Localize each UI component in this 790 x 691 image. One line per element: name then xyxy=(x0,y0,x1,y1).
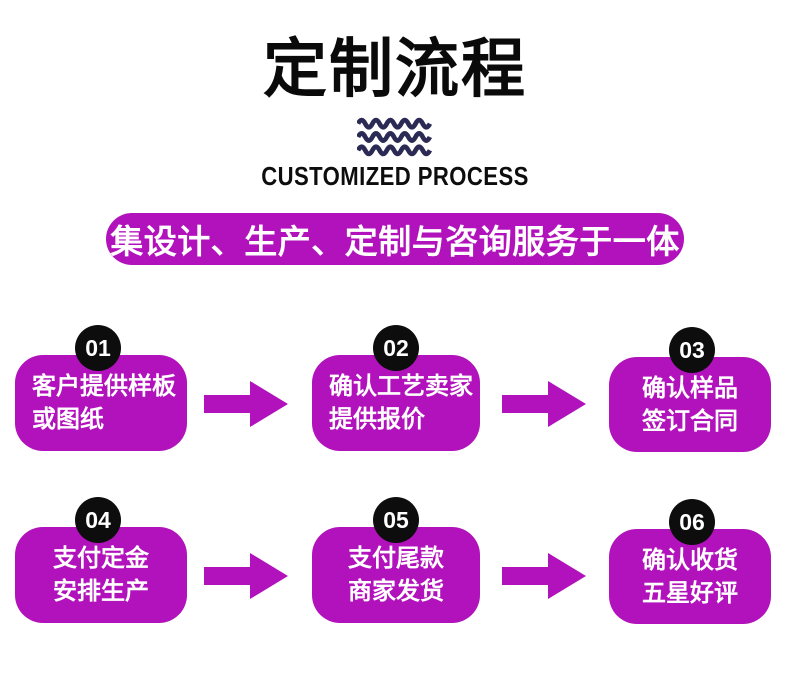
step-number-badge-5: 05 xyxy=(373,497,419,543)
step-2-line-2: 提供报价 xyxy=(329,406,425,433)
arrow-right-icon xyxy=(502,553,586,599)
step-1-line-2: 或图纸 xyxy=(32,406,104,433)
step-3-line-2: 签订合同 xyxy=(642,407,738,435)
step-card-5: 支付尾款 商家发货 xyxy=(312,527,480,623)
step-number-badge-6: 06 xyxy=(669,499,715,545)
arrow-right-icon xyxy=(204,553,288,599)
step-card-3: 确认样品 签订合同 xyxy=(609,357,771,452)
step-card-2: 确认工艺卖家 提供报价 xyxy=(312,355,480,451)
step-5-line-2: 商家发货 xyxy=(348,578,444,605)
step-1-line-1: 客户提供样板 xyxy=(32,373,176,400)
wavy-lines-icon xyxy=(357,117,433,157)
wave-line-1 xyxy=(357,117,433,130)
page-subtitle: CUSTOMIZED PROCESS xyxy=(261,161,529,191)
step-4-line-2: 安排生产 xyxy=(53,578,149,605)
services-banner-text: 集设计、生产、定制与咨询服务于一体 xyxy=(110,223,680,260)
page-title: 定制流程 xyxy=(263,33,527,105)
step-2-line-1: 确认工艺卖家 xyxy=(329,373,473,400)
step-number-badge-3: 03 xyxy=(669,327,715,373)
step-number-badge-1: 01 xyxy=(75,325,121,371)
step-card-4: 支付定金 安排生产 xyxy=(15,527,187,623)
services-banner: 集设计、生产、定制与咨询服务于一体 xyxy=(106,213,684,265)
wave-line-2 xyxy=(357,131,433,143)
step-number-badge-4: 04 xyxy=(75,497,121,543)
step-number-badge-2: 02 xyxy=(373,325,419,371)
step-3-line-1: 确认样品 xyxy=(642,374,738,402)
step-6-line-1: 确认收货 xyxy=(642,546,738,574)
step-5-line-1: 支付尾款 xyxy=(348,545,444,572)
arrow-right-shape xyxy=(204,381,288,427)
arrow-right-shape xyxy=(502,553,586,599)
arrow-right-shape xyxy=(502,381,586,427)
step-4-line-1: 支付定金 xyxy=(53,545,149,572)
arrow-right-icon xyxy=(204,381,288,427)
wave-line-3 xyxy=(357,144,433,157)
step-card-1: 客户提供样板 或图纸 xyxy=(15,355,187,451)
arrow-right-shape xyxy=(204,553,288,599)
step-6-line-2: 五星好评 xyxy=(642,579,738,607)
arrow-right-icon xyxy=(502,381,586,427)
